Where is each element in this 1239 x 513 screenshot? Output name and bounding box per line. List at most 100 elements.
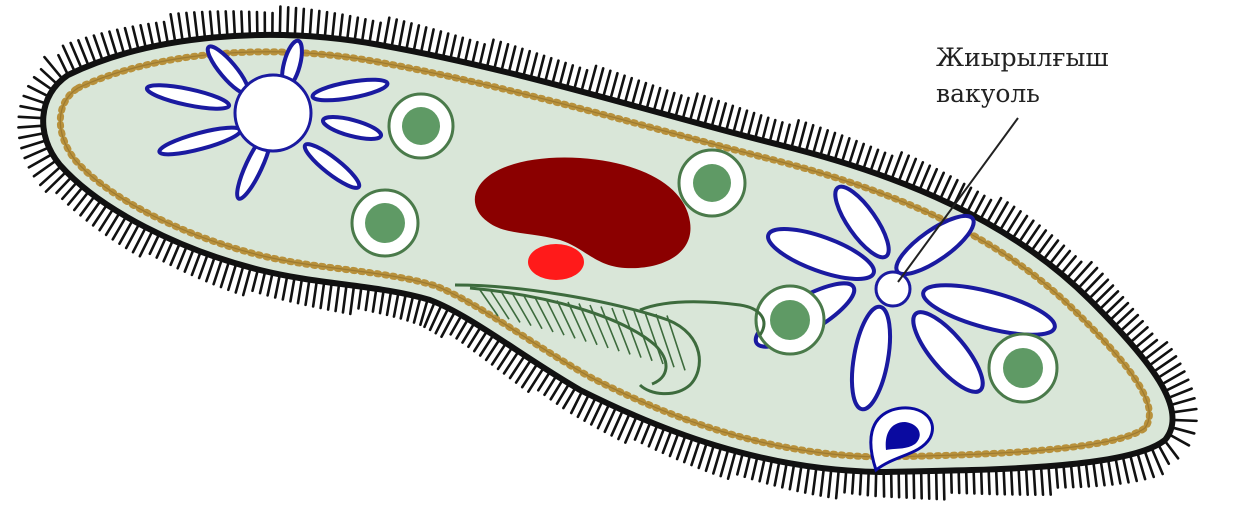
cilium bbox=[210, 12, 212, 38]
cilium bbox=[706, 445, 714, 471]
cilium bbox=[1078, 463, 1081, 486]
cilium bbox=[760, 458, 765, 481]
cilium bbox=[1094, 286, 1113, 305]
cilium bbox=[275, 274, 280, 297]
cilium bbox=[989, 469, 990, 493]
cilium bbox=[406, 23, 411, 49]
food-vacuole bbox=[989, 334, 1057, 402]
cilium bbox=[870, 150, 878, 172]
cilium bbox=[981, 470, 982, 494]
cilium bbox=[436, 31, 441, 55]
cilium bbox=[206, 257, 214, 282]
cilium bbox=[936, 471, 937, 499]
cilium bbox=[921, 471, 922, 498]
cilium bbox=[19, 117, 43, 118]
cilium bbox=[677, 436, 685, 460]
cilium bbox=[589, 66, 596, 94]
cilium bbox=[683, 98, 689, 119]
cilium bbox=[228, 263, 236, 289]
cilium bbox=[358, 287, 361, 309]
cilium bbox=[164, 22, 168, 44]
cilium bbox=[668, 93, 674, 115]
cilium bbox=[1041, 467, 1043, 495]
cilium bbox=[712, 101, 719, 127]
cilium bbox=[762, 118, 768, 141]
cilium bbox=[355, 18, 358, 41]
cilium bbox=[380, 290, 384, 313]
cilium bbox=[523, 51, 529, 76]
cilium bbox=[691, 440, 699, 465]
cilium bbox=[797, 465, 801, 491]
cilium bbox=[516, 49, 522, 75]
cilium bbox=[321, 282, 325, 308]
cilium bbox=[414, 297, 420, 322]
cilium bbox=[249, 12, 250, 35]
cilium bbox=[243, 268, 250, 296]
cilium bbox=[1056, 466, 1058, 488]
cilium bbox=[1144, 342, 1167, 359]
cilium bbox=[178, 246, 187, 268]
cilium bbox=[1149, 349, 1172, 366]
cilium bbox=[150, 234, 159, 254]
vacuole-reservoir-right bbox=[876, 272, 910, 306]
cilium bbox=[813, 467, 816, 494]
cilium bbox=[157, 237, 166, 257]
cilium bbox=[366, 288, 369, 310]
cilium bbox=[828, 133, 835, 158]
cilium bbox=[34, 77, 52, 90]
cilium bbox=[236, 266, 244, 293]
cilium bbox=[775, 461, 780, 485]
vacuole-reservoir-left bbox=[235, 75, 311, 151]
cilium bbox=[133, 27, 139, 50]
cilium bbox=[596, 68, 603, 95]
cilium bbox=[1019, 468, 1020, 494]
cilium bbox=[618, 76, 625, 102]
cilium bbox=[581, 70, 587, 91]
cilium bbox=[1073, 262, 1092, 283]
cilium bbox=[1063, 465, 1065, 487]
cilium bbox=[670, 433, 678, 456]
cilium bbox=[552, 61, 558, 84]
cilium bbox=[141, 25, 146, 48]
cilium bbox=[399, 21, 404, 48]
cilium bbox=[1093, 462, 1096, 486]
cilium bbox=[1137, 453, 1145, 479]
cilium bbox=[336, 284, 340, 311]
cilium bbox=[860, 471, 861, 494]
cilium bbox=[806, 125, 813, 152]
cilium bbox=[799, 123, 806, 150]
cilium bbox=[820, 130, 827, 155]
cilium bbox=[974, 470, 975, 493]
cilium bbox=[280, 7, 281, 35]
cilium bbox=[480, 44, 485, 65]
cilium bbox=[610, 73, 617, 99]
cilium bbox=[302, 9, 303, 36]
cilium bbox=[241, 12, 242, 36]
cilium bbox=[777, 122, 782, 144]
cilium bbox=[845, 470, 847, 492]
cilium bbox=[649, 425, 657, 446]
cilium bbox=[951, 471, 952, 493]
cilium bbox=[421, 27, 426, 52]
cilium bbox=[202, 12, 205, 38]
cilium bbox=[401, 294, 406, 318]
cilium bbox=[350, 286, 354, 314]
cilium bbox=[310, 10, 312, 36]
cilium bbox=[86, 38, 95, 63]
cilium bbox=[842, 138, 849, 162]
cilium bbox=[502, 44, 509, 71]
cilium bbox=[373, 289, 376, 312]
cilium bbox=[1130, 455, 1137, 481]
cilium bbox=[192, 252, 201, 275]
cilium bbox=[863, 147, 870, 169]
cilium bbox=[1026, 468, 1028, 495]
cilium bbox=[728, 451, 735, 479]
cilium bbox=[1108, 459, 1112, 484]
cilium bbox=[704, 99, 711, 126]
cilium bbox=[748, 113, 754, 137]
cilium bbox=[784, 125, 789, 146]
cilium bbox=[185, 249, 194, 272]
cilium bbox=[343, 285, 347, 313]
food-vacuole bbox=[352, 190, 418, 256]
